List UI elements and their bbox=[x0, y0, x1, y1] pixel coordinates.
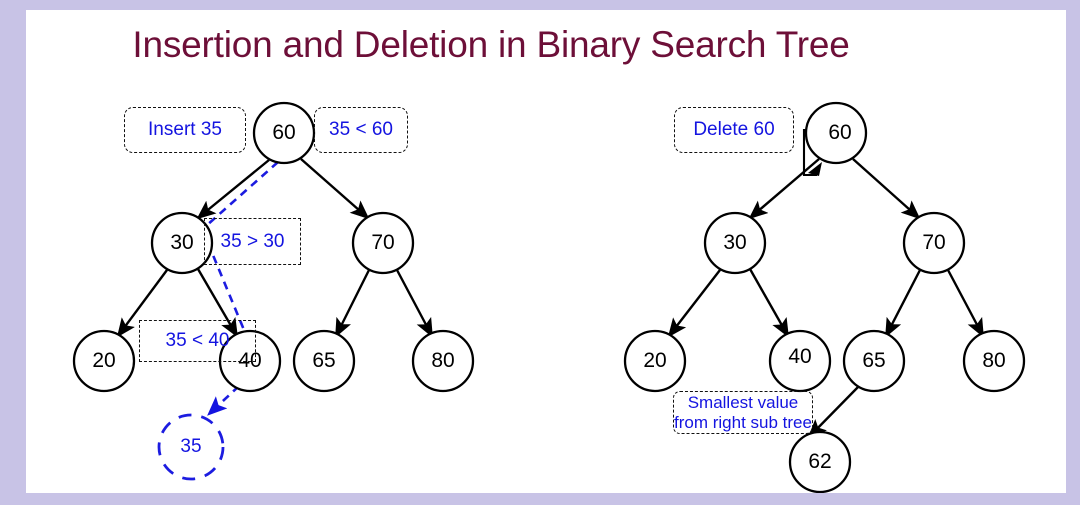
node-circle-r-65[interactable] bbox=[842, 329, 906, 393]
right-tree-nodes bbox=[623, 101, 1026, 493]
node-circle-20[interactable] bbox=[72, 329, 136, 393]
insert-search-path bbox=[205, 161, 279, 331]
node-circle-r-62[interactable] bbox=[788, 430, 852, 493]
search-path-60-30 bbox=[205, 161, 279, 227]
callout-insert-operation: Insert 35 bbox=[124, 107, 246, 153]
callout-smallest-value-note: Smallest value from right sub tree bbox=[673, 391, 813, 434]
edge-70-65 bbox=[334, 269, 371, 338]
callout-delete-operation: Delete 60 bbox=[674, 107, 794, 153]
edge-r-65-62 bbox=[807, 384, 861, 439]
node-circle-r-20[interactable] bbox=[623, 329, 687, 393]
node-circle-80[interactable] bbox=[411, 329, 475, 393]
node-circle-r-60[interactable] bbox=[804, 101, 868, 165]
edge-30-20 bbox=[116, 269, 168, 338]
edge-r-60-70 bbox=[852, 158, 921, 220]
node-circle-r-80[interactable] bbox=[962, 329, 1026, 393]
callout-compare-40: 35 < 40 bbox=[139, 320, 256, 362]
search-path-30-40 bbox=[206, 242, 246, 331]
edge-30-40 bbox=[196, 268, 239, 338]
delete-marker-arrowhead-icon bbox=[808, 162, 822, 176]
edge-r-30-40 bbox=[748, 268, 790, 338]
edge-r-70-65 bbox=[884, 269, 922, 338]
callout-compare-30: 35 > 30 bbox=[204, 218, 301, 265]
tree-diagram-art bbox=[72, 101, 1026, 493]
edge-r-60-30 bbox=[748, 158, 820, 220]
node-circle-30[interactable] bbox=[150, 211, 214, 275]
edge-r-30-20 bbox=[667, 269, 721, 338]
slide-canvas: Insertion and Deletion in Binary Search … bbox=[26, 10, 1066, 493]
node-circle-r-30[interactable] bbox=[703, 211, 767, 275]
node-circle-60[interactable] bbox=[252, 101, 316, 165]
callout-compare-60: 35 < 60 bbox=[314, 107, 408, 153]
edge-60-70 bbox=[300, 158, 370, 220]
node-circle-70[interactable] bbox=[351, 211, 415, 275]
page-title: Insertion and Deletion in Binary Search … bbox=[132, 24, 850, 65]
right-tree-edges bbox=[667, 158, 985, 439]
left-tree-edges bbox=[116, 158, 434, 338]
node-circle-r-70[interactable] bbox=[902, 211, 966, 275]
edge-60-30 bbox=[196, 159, 270, 220]
node-circle-r-40[interactable] bbox=[768, 329, 832, 393]
edge-r-70-80 bbox=[946, 269, 985, 338]
edge-70-80 bbox=[395, 269, 434, 338]
inserted-node-circle-35 bbox=[157, 413, 225, 481]
node-circle-65[interactable] bbox=[292, 329, 356, 393]
search-path-40-35 bbox=[207, 385, 240, 416]
